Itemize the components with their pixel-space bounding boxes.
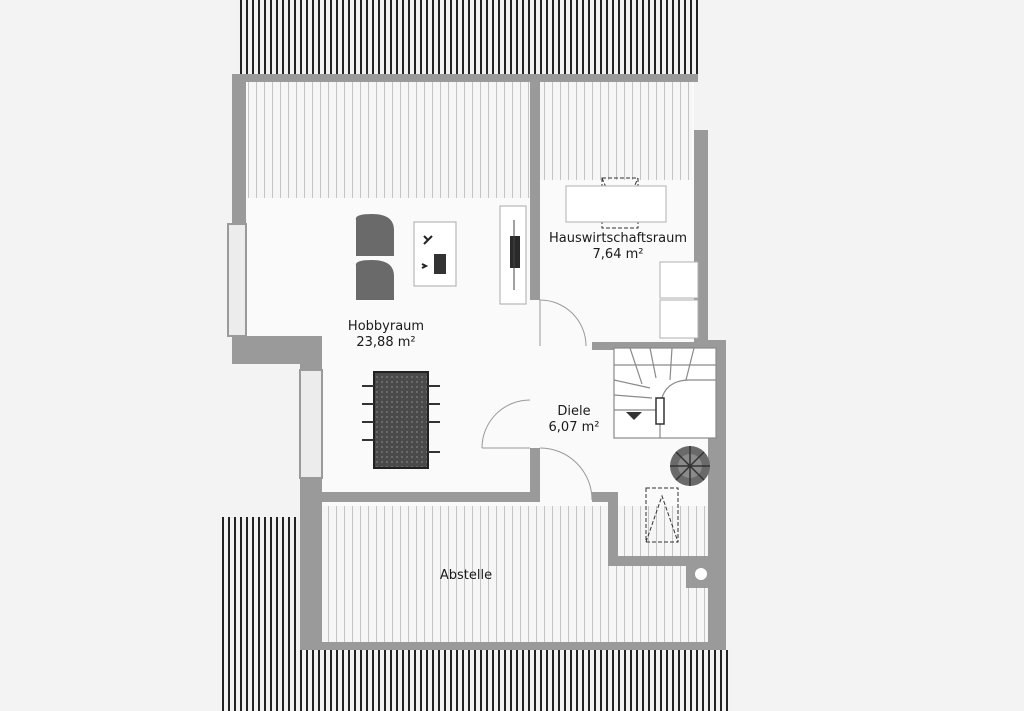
diele-name: Diele <box>557 404 590 419</box>
chimney <box>686 560 716 588</box>
staircase <box>613 347 717 439</box>
slope-abstelle <box>322 506 718 642</box>
hobbyraum-area: 23,88 m² <box>356 335 415 350</box>
diele-area: 6,07 m² <box>549 420 600 435</box>
foosball-table <box>373 371 429 469</box>
slope-hauswirtschaftsraum <box>540 82 692 180</box>
roof-bottom <box>300 650 732 711</box>
roof-bottom-left <box>218 517 304 711</box>
beanbag-chair <box>355 260 394 300</box>
hauswirtschaftsraum-area: 7,64 m² <box>593 247 644 262</box>
abstelle-name: Abstelle <box>440 568 492 583</box>
beanbag-chair <box>355 214 394 256</box>
slope-hobbyraum <box>248 82 530 198</box>
hauswirtschaftsraum-name: Hauswirtschaftsraum <box>549 231 687 246</box>
hwr-furniture <box>565 185 699 339</box>
interior-walls <box>322 82 722 566</box>
hobbyraum-name: Hobbyraum <box>348 319 424 334</box>
roof-top <box>236 0 698 74</box>
hobby-furniture <box>355 205 527 469</box>
plant-icon <box>670 446 710 486</box>
tv <box>510 236 520 268</box>
door-arcs <box>481 299 593 501</box>
